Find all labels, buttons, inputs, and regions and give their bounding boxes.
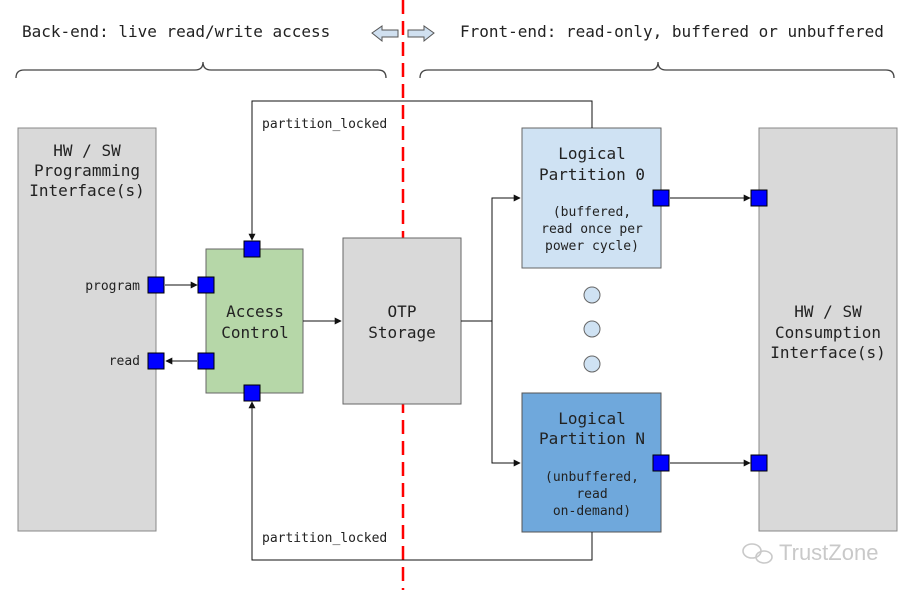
access-control-box: Access Control (205, 248, 304, 394)
ellipsis-dots (583, 286, 601, 373)
ports (147, 189, 768, 472)
partition-n-title-line-1: Logical (558, 409, 625, 428)
port-read-in (147, 352, 165, 370)
port-consumption-in-n (750, 454, 768, 472)
port-access-read-out (197, 352, 215, 370)
partition-0-note-line-3: power cycle) (545, 239, 639, 254)
read-label: read (109, 354, 140, 369)
otp-to-partition-n-arrow (491, 321, 521, 467)
port-partition-n-out (652, 454, 670, 472)
partition-locked-bottom-arrow (248, 401, 593, 561)
otp-storage-line-2: Storage (368, 323, 435, 342)
partition-locked-top-arrow (248, 100, 593, 241)
partition-locked-bottom-label: partition_locked (262, 531, 387, 546)
partition-0-title-line-2: Partition 0 (539, 165, 645, 184)
port-access-program-in (197, 276, 215, 294)
partition-locked-top-label: partition_locked (262, 117, 387, 132)
port-partition-0-out (652, 189, 670, 207)
programming-interface-line-1: HW / SW (53, 141, 121, 160)
watermark-text: TrustZone (779, 540, 878, 565)
otp-to-partition-0-arrow (461, 194, 521, 322)
double-arrow-icon (371, 25, 435, 43)
access-control-line-1: Access (226, 302, 284, 321)
port-access-lock-top (243, 240, 261, 258)
partition-n-note-line-1: (unbuffered, (545, 470, 639, 485)
consumption-interface-box: HW / SW Consumption Interface(s) (758, 127, 898, 532)
frontend-label: Front-end: read-only, buffered or unbuff… (460, 22, 884, 41)
partition-n-note-line-2: read (576, 487, 607, 502)
otp-storage-box: OTP Storage (342, 237, 462, 405)
port-consumption-in-0 (750, 189, 768, 207)
otp-storage-line-1: OTP (388, 302, 417, 321)
chat-bubbles-icon (742, 543, 773, 564)
logical-partition-0-box: Logical Partition 0 (buffered, read once… (521, 127, 662, 269)
partition-0-note-line-2: read once per (541, 222, 643, 237)
partition-n-note-line-3: on-demand) (553, 504, 631, 519)
programming-interface-box: HW / SW Programming Interface(s) (17, 127, 157, 532)
frontend-brace (419, 61, 895, 79)
port-access-lock-bottom (243, 384, 261, 402)
port-program-out (147, 276, 165, 294)
programming-interface-line-3: Interface(s) (29, 181, 145, 200)
program-label: program (85, 279, 140, 294)
partition-0-note-line-1: (buffered, (553, 205, 631, 220)
consumption-interface-line-1: HW / SW (794, 302, 862, 321)
programming-interface-line-2: Programming (34, 161, 140, 180)
logical-partition-n-box: Logical Partition N (unbuffered, read on… (521, 392, 662, 533)
backend-brace (15, 61, 387, 79)
backend-label: Back-end: live read/write access (22, 22, 330, 41)
consumption-interface-line-2: Consumption (775, 323, 881, 342)
watermark: TrustZone (742, 540, 878, 565)
consumption-interface-line-3: Interface(s) (770, 343, 886, 362)
connectors (165, 100, 751, 561)
partition-0-title-line-1: Logical (558, 144, 625, 163)
access-control-line-2: Control (221, 323, 288, 342)
partition-n-title-line-2: Partition N (539, 429, 645, 448)
